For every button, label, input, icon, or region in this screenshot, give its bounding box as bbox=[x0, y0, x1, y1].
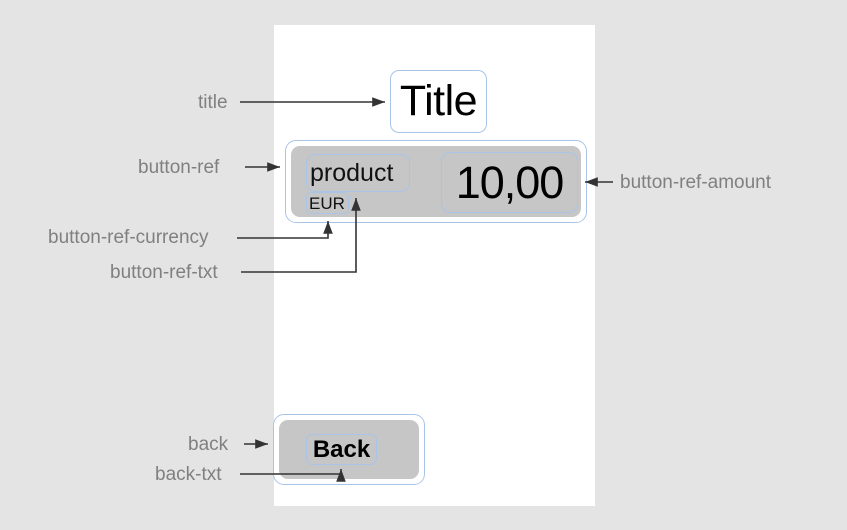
button-ref-txt: product bbox=[310, 158, 394, 187]
button-ref-amount-highlight-box[interactable] bbox=[441, 152, 578, 213]
annotation-label-back-txt: back-txt bbox=[155, 464, 222, 485]
button-ref-txt-highlight-box[interactable] bbox=[306, 154, 410, 192]
annotation-label-button-ref-amount: button-ref-amount bbox=[620, 172, 772, 193]
button-ref-amount: 10,00 bbox=[455, 157, 565, 208]
back-txt: Back bbox=[312, 435, 371, 463]
annotation-label-button-ref-txt: button-ref-txt bbox=[110, 262, 218, 283]
button-ref-currency: EUR bbox=[309, 193, 345, 213]
annotation-label-button-ref-currency: button-ref-currency bbox=[48, 227, 209, 248]
annotation-label-back: back bbox=[188, 434, 229, 455]
annotation-label-button-ref: button-ref bbox=[138, 157, 220, 178]
title-text: Title bbox=[399, 77, 478, 125]
back-txt-highlight-box[interactable] bbox=[306, 434, 377, 465]
title-highlight-box[interactable] bbox=[390, 70, 487, 133]
back-highlight-box[interactable] bbox=[273, 414, 425, 485]
annotation-label-title: title bbox=[198, 92, 228, 113]
